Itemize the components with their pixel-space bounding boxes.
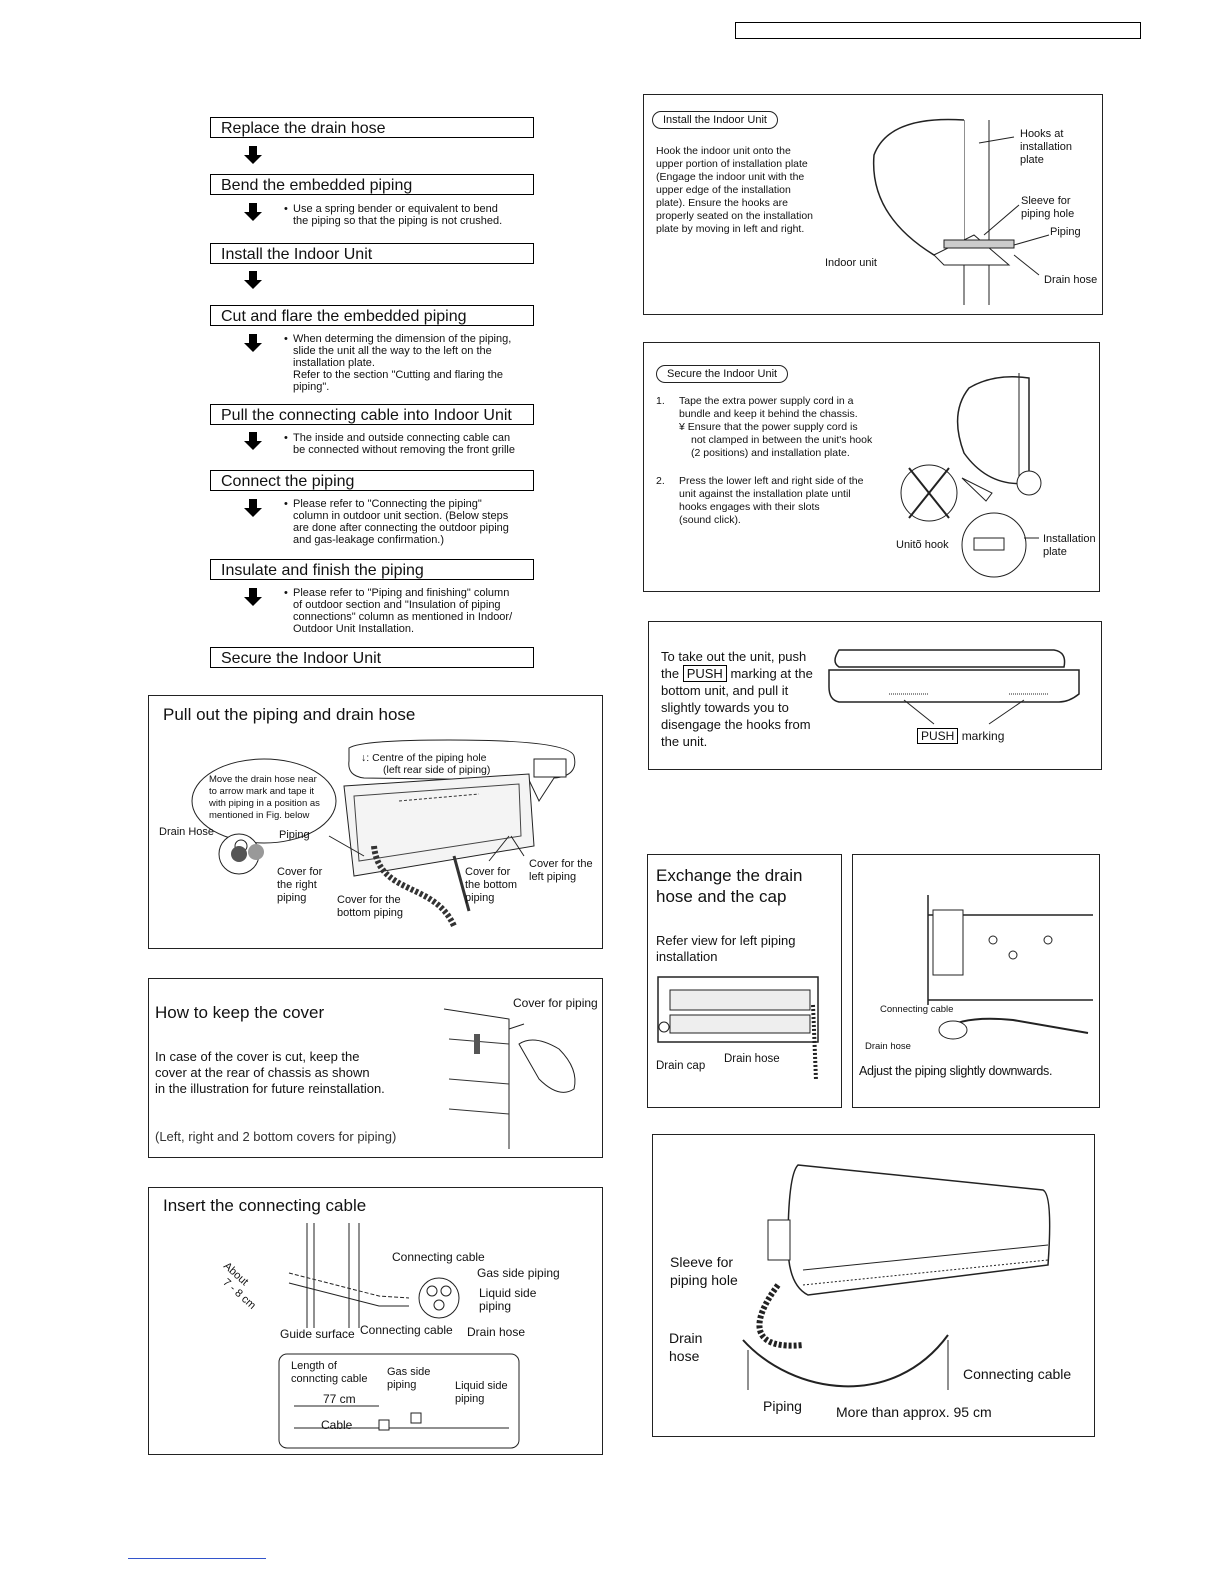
keep-cover-note: (Left, right and 2 bottom covers for pip… (155, 1129, 397, 1144)
cover-illustration (443, 1008, 576, 1149)
pill-install-indoor: Install the Indoor Unit (652, 111, 778, 129)
adjust-illustration (927, 895, 1093, 1040)
secure-item-1-note: ¥ Ensure that the power supply cord is n… (679, 421, 873, 459)
label-connecting-cable: Connecting cable (963, 1366, 1072, 1382)
take-out-text: To take out the unit, push the PUSH mark… (661, 649, 813, 749)
label-more-than: More than approx. 95 cm (836, 1404, 992, 1420)
panel-secure-indoor: Secure the Indoor Unit 1. Tape the extra… (643, 342, 1100, 592)
down-arrow-icon (244, 146, 262, 164)
panel-pull-out-piping: Pull out the piping and drain hose Move … (148, 695, 603, 949)
label-indoor-unit: Indoor unit (825, 257, 877, 269)
label-guide-surface: Guide surface (280, 1327, 355, 1341)
panel-install-indoor: Install the Indoor Unit Hook the indoor … (643, 94, 1103, 315)
step-cut-flare: Cut and flare the embedded piping (210, 305, 534, 326)
label-drain-hose: Drain hose (1044, 274, 1098, 286)
label-drain-hose: Drain hose (865, 1041, 911, 1052)
label-drain-hose: Drain hose (724, 1053, 780, 1065)
step-install-indoor: Install the Indoor Unit (210, 243, 534, 264)
pill-secure-indoor: Secure the Indoor Unit (656, 365, 789, 383)
label-gas-side: Gas side piping (477, 1266, 560, 1280)
note-cut: •When determing the dimension of the pip… (284, 333, 512, 393)
panel-take-out: To take out the unit, push the PUSH mark… (648, 621, 1102, 770)
label-connecting-cable: Connecting cable (880, 1004, 954, 1015)
label-length-value: 77 cm (323, 1392, 356, 1406)
step-insulate: Insulate and finish the piping (210, 559, 534, 580)
label-drain-cap: Drain cap (656, 1060, 706, 1072)
note-insulate: •Please refer to "Piping and finishing" … (284, 587, 513, 635)
secure-item-2-num: 2. (656, 475, 665, 487)
label-piping: Piping (279, 829, 310, 841)
label-unit-hook: Unitõ hook (896, 539, 949, 551)
panel-title: Pull out the piping and drain hose (163, 705, 416, 724)
label-cable: Cable (321, 1418, 353, 1432)
header-box (735, 22, 1141, 39)
label-piping: Piping (1050, 226, 1081, 238)
panel-title: Insert the connecting cable (163, 1196, 367, 1215)
note-pull: •The inside and outside connecting cable… (284, 432, 515, 456)
label-drain-hose: Drain hose (467, 1325, 526, 1339)
down-arrow-icon (244, 271, 262, 289)
step-connect-piping: Connect the piping (210, 470, 534, 491)
panel-insert-cable: Insert the connecting cable About 7 - 8 … (148, 1187, 603, 1455)
final-illustration (742, 1164, 1051, 1390)
insert-cable-illustration (278, 1223, 520, 1449)
take-out-illustration (828, 649, 1080, 725)
step-pull-cable: Pull the connecting cable into Indoor Un… (210, 404, 534, 425)
label-connecting-cable-2: Connecting cable (360, 1323, 453, 1337)
secure-indoor-illustration (900, 373, 1042, 578)
down-arrow-icon (244, 432, 262, 450)
label-piping: Piping (763, 1398, 802, 1414)
down-arrow-icon (244, 334, 262, 352)
footer-line (128, 1558, 266, 1559)
centre-note: ↓: Centre of the piping hole(left rear s… (361, 752, 491, 776)
push-marking-label: PUSH marking (917, 728, 1004, 744)
step-replace-drain-hose: Replace the drain hose (210, 117, 534, 138)
exchange-illustration (657, 976, 819, 1081)
step-bend-piping: Bend the embedded piping (210, 174, 534, 195)
secure-item-1-num: 1. (656, 395, 665, 407)
pull-out-illustration (191, 739, 576, 928)
adjust-caption: Adjust the piping slightly downwards. (859, 1064, 1053, 1078)
note-connect: •Please refer to "Connecting the piping"… (284, 498, 509, 546)
install-indoor-illustration (872, 118, 1050, 305)
down-arrow-icon (244, 203, 262, 221)
panel-keep-cover: How to keep the cover In case of the cov… (148, 978, 603, 1158)
down-arrow-icon (244, 499, 262, 517)
note-bend: •Use a spring bender or equivalent to be… (284, 203, 503, 227)
down-arrow-icon (244, 588, 262, 606)
panel-title: How to keep the cover (155, 1003, 325, 1022)
secure-item-2: Press the lower left and right side of t… (679, 475, 864, 526)
label-drain-hose: Drain Hose (159, 826, 215, 838)
panel-adjust-piping: Connecting cable Drain hose Adjust the p… (852, 854, 1100, 1108)
label-connecting-cable: Connecting cable (392, 1250, 485, 1264)
step-secure-indoor: Secure the Indoor Unit (210, 647, 534, 668)
label-cover-for-piping: Cover for piping (513, 996, 598, 1010)
